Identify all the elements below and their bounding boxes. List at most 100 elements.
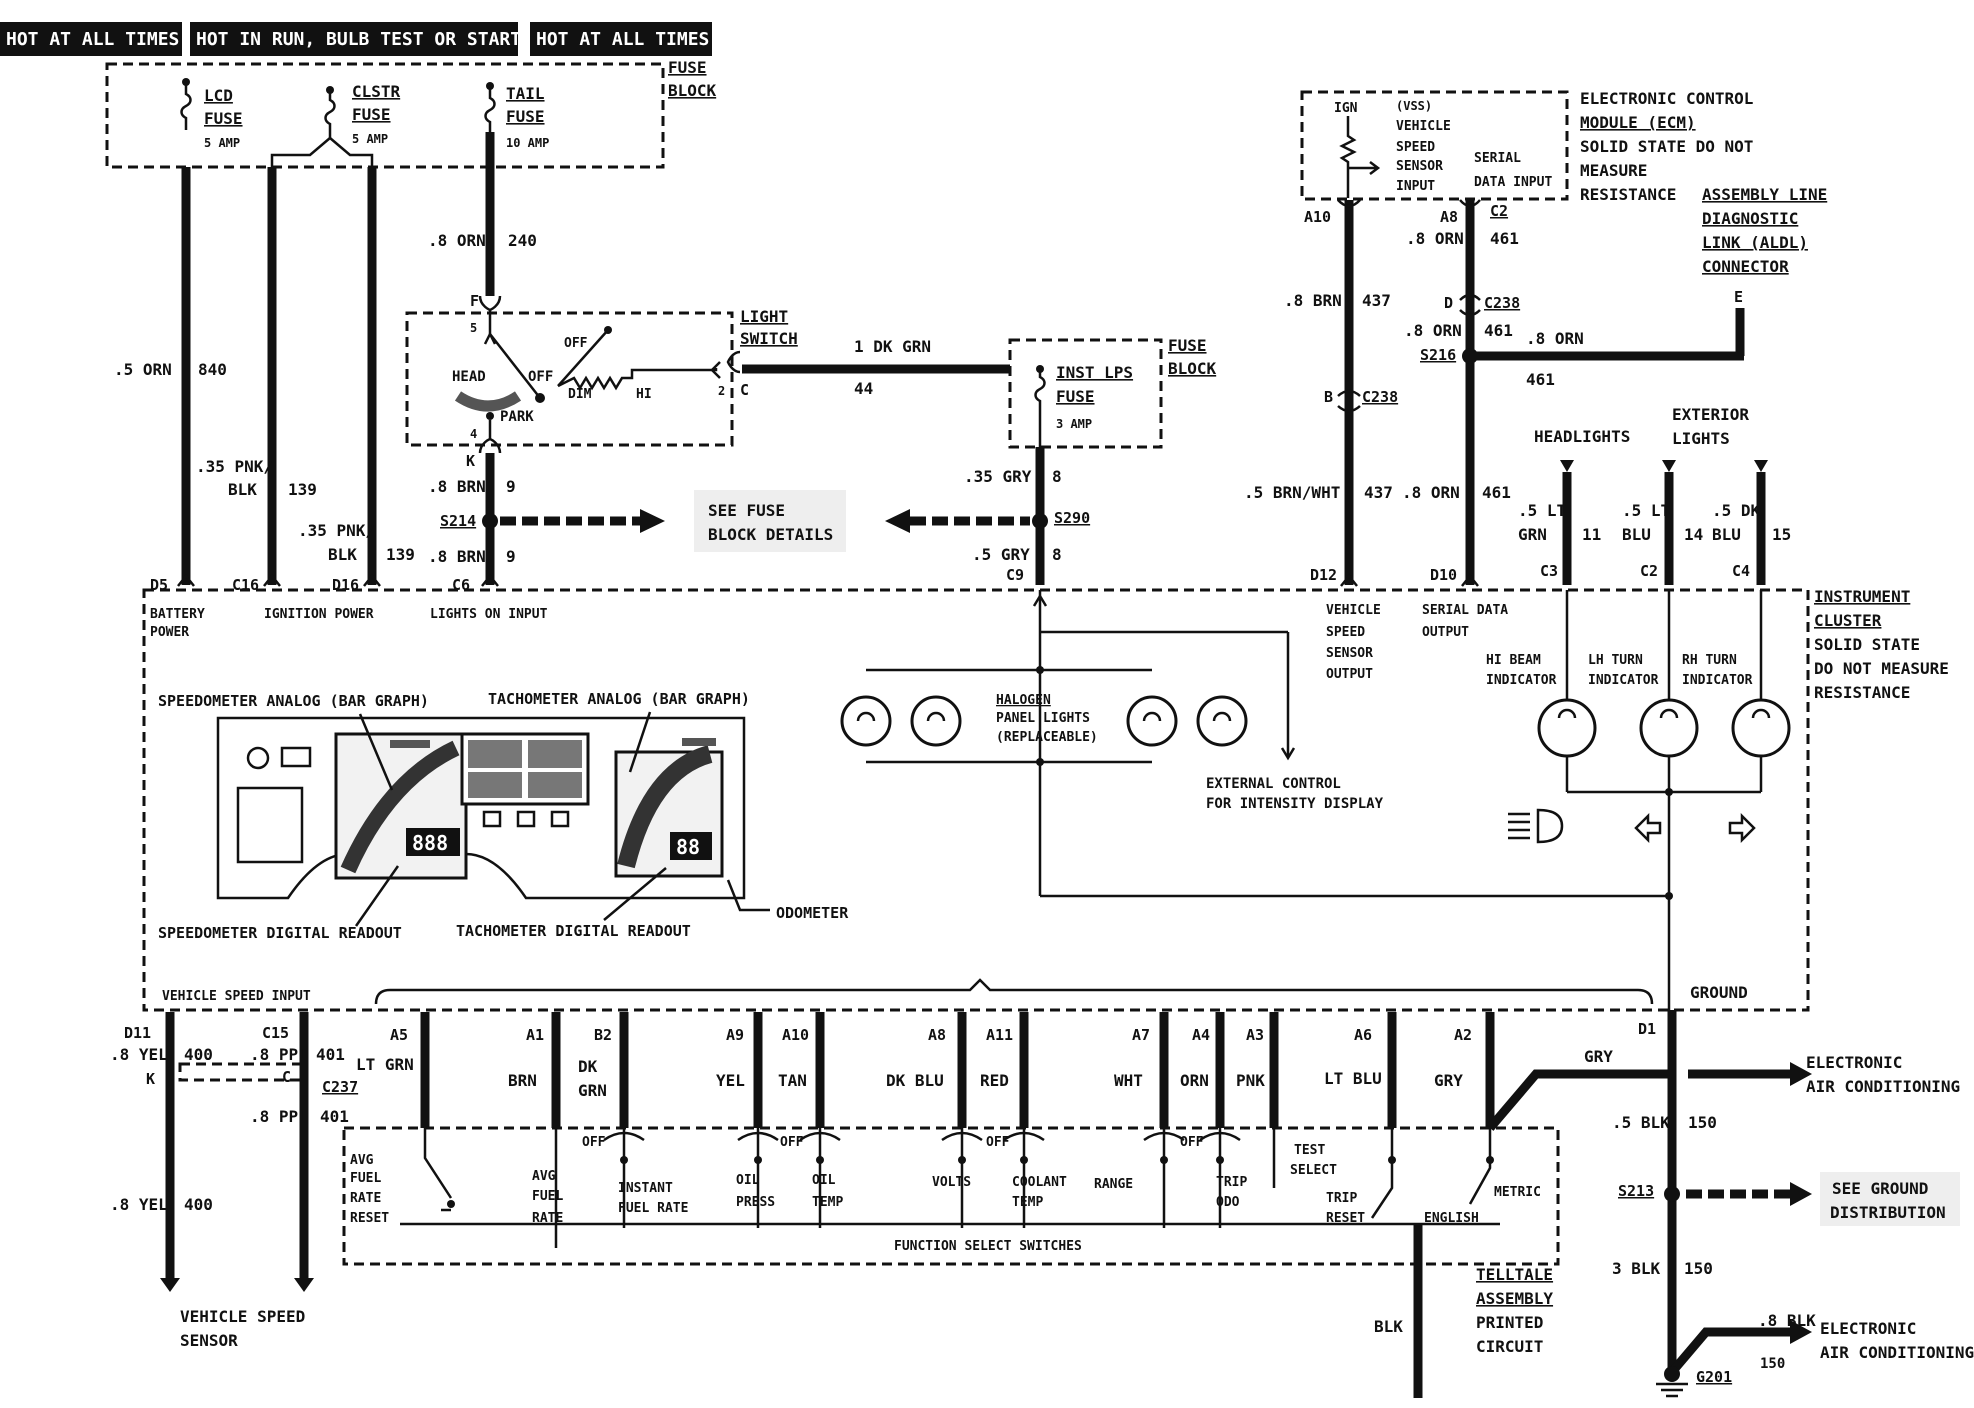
pin-c16-label: IGNITION POWER (264, 607, 374, 622)
color-brn: BRN (508, 1071, 537, 1090)
sw-instant-2: FUEL RATE (618, 1201, 688, 1216)
rh-turn-label: RH TURN (1682, 653, 1737, 668)
ecm-outline (1300, 90, 1569, 201)
power-header-middle: HOT IN RUN, BULB TEST OR START (190, 22, 521, 56)
color-dk: DK (578, 1057, 598, 1076)
ecm-vss-4: SENSOR (1396, 159, 1443, 174)
pin-d10-label: SERIAL DATA (1422, 603, 1508, 618)
eac1-label: ELECTRONIC (1806, 1053, 1902, 1072)
sw-coolant: COOLANT (1012, 1175, 1067, 1190)
right-arrow-icon (1728, 812, 1756, 844)
label-c-bot: C (282, 1068, 291, 1086)
light-switch-off: OFF (528, 369, 553, 385)
label-c240: 240 (508, 231, 537, 250)
light-switch-head: HEAD (452, 369, 486, 385)
pin-c3: C3 (1540, 562, 1558, 580)
left-arrow-icon (1634, 812, 1662, 844)
sw-test: TEST (1294, 1143, 1325, 1158)
cluster-title-3: SOLID STATE (1814, 635, 1920, 654)
pin-d5-label: BATTERY (150, 607, 205, 622)
aldl-pin: E (1734, 288, 1743, 306)
eac2-label-2: AIR CONDITIONING (1820, 1343, 1974, 1362)
label-orn-461b: .8 ORN (1404, 321, 1462, 340)
label-pnk-blk-1b: BLK (228, 480, 257, 499)
label-brn-wht: .5 BRN/WHT (1244, 483, 1340, 502)
label-s290: S290 (1054, 509, 1090, 527)
ecm-vss-2: VEHICLE (1396, 119, 1451, 134)
label-blk-150b: 3 BLK (1612, 1259, 1661, 1278)
label-c461d: 461 (1482, 483, 1511, 502)
pin-c6-label: LIGHTS ON INPUT (430, 607, 548, 622)
pin-4: 4 (470, 427, 477, 441)
label-c400a: 400 (184, 1045, 213, 1064)
label-c9b: 9 (506, 547, 516, 566)
light-switch-outline (405, 311, 734, 447)
label-c840: 840 (198, 360, 227, 379)
telltale-label: TELLTALE (1476, 1265, 1553, 1284)
lh-turn-label-2: INDICATOR (1588, 673, 1659, 688)
cluster-face-illustration: 888 88 (216, 716, 746, 900)
sw-metric: METRIC (1494, 1185, 1541, 1200)
color-red: RED (980, 1071, 1009, 1090)
label-c401b: 401 (320, 1107, 349, 1126)
lh-turn-label: LH TURN (1588, 653, 1643, 668)
color-grn: GRN (578, 1081, 607, 1100)
pin-d10: D10 (1430, 566, 1457, 584)
sw-volts: VOLTS (932, 1175, 971, 1190)
tail-fuse: TAIL FUSE 10 AMP (484, 82, 549, 150)
label-c150c: 150 (1760, 1356, 1785, 1372)
label-pnk-blk-2: .35 PNK/ (298, 521, 375, 540)
label-c9a: 9 (506, 477, 516, 496)
inst-fuse-rating: 3 AMP (1056, 417, 1092, 431)
top-pin-arrows (177, 573, 1479, 587)
light-switch-label: LIGHT (740, 307, 788, 326)
pin-d11: D11 (124, 1024, 151, 1042)
bottom-wires (420, 1012, 1672, 1131)
label-c11: 11 (1582, 525, 1601, 544)
light-switch-label-2: SWITCH (740, 329, 798, 348)
ecm-vss-5: INPUT (1396, 179, 1435, 194)
label-dk-blu-2: BLU (1712, 525, 1741, 544)
color-dk-blu: DK BLU (886, 1071, 944, 1090)
sw-english: ENGLISH (1424, 1211, 1479, 1226)
ecm-title-3: SOLID STATE DO NOT (1580, 137, 1753, 156)
cluster-pins-top: D5 C16 D16 C6 C9 D12 D10 C3 C2 C4 (150, 562, 1750, 594)
pin-c2: C2 (1640, 562, 1658, 580)
speedo-bar-label: SPEEDOMETER ANALOG (BAR GRAPH) (158, 692, 429, 710)
color-gry: GRY (1434, 1071, 1463, 1090)
headlights-label: HEADLIGHTS (1534, 427, 1630, 446)
power-header-middle-text: HOT IN RUN, BULB TEST OR START (196, 29, 521, 50)
clstr-fuse-label: CLSTR (352, 82, 401, 101)
power-header-right: HOT AT ALL TIMES (530, 22, 712, 56)
pin-c9: C9 (1006, 566, 1024, 584)
label-c237: C237 (322, 1078, 358, 1096)
halogen-label-2: PANEL LIGHTS (996, 711, 1090, 726)
label-s213: S213 (1618, 1182, 1654, 1200)
sw-test-2: SELECT (1290, 1163, 1337, 1178)
label-c8b: 8 (1052, 545, 1062, 564)
inst-fuse-block-label: FUSE (1168, 336, 1207, 355)
pin-c: C (740, 381, 749, 399)
pin-a10: A10 (782, 1026, 809, 1044)
pin-c6: C6 (452, 576, 470, 594)
label-pnk-blk-1: .35 PNK/ (196, 457, 273, 476)
label-gry-8b: .5 GRY (972, 545, 1030, 564)
ecm-vss: (VSS) (1396, 99, 1432, 113)
splice-s290 (1032, 513, 1048, 529)
tach-digital-label: TACHOMETER DIGITAL READOUT (456, 922, 691, 940)
sw-off-4: OFF (1180, 1135, 1204, 1150)
inst-fuse-name-2: FUSE (1056, 387, 1095, 406)
cluster-title-4: DO NOT MEASURE (1814, 659, 1949, 678)
eac2-label: ELECTRONIC (1820, 1319, 1916, 1338)
aldl-label-4: CONNECTOR (1702, 257, 1789, 276)
sw-avg-rate: AVG (532, 1169, 556, 1184)
pin-a11: A11 (986, 1026, 1013, 1044)
vehicle-speed-input-label: VEHICLE SPEED INPUT (162, 989, 311, 1004)
pin-a5: A5 (390, 1026, 408, 1044)
pin-a8: A8 (928, 1026, 946, 1044)
label-s216: S216 (1420, 346, 1456, 364)
external-control-2: FOR INTENSITY DISPLAY (1206, 796, 1384, 812)
label-blk: BLK (1374, 1317, 1403, 1336)
sw-oil-press-2: PRESS (736, 1195, 775, 1210)
ecm-serial-2: DATA INPUT (1474, 175, 1552, 190)
